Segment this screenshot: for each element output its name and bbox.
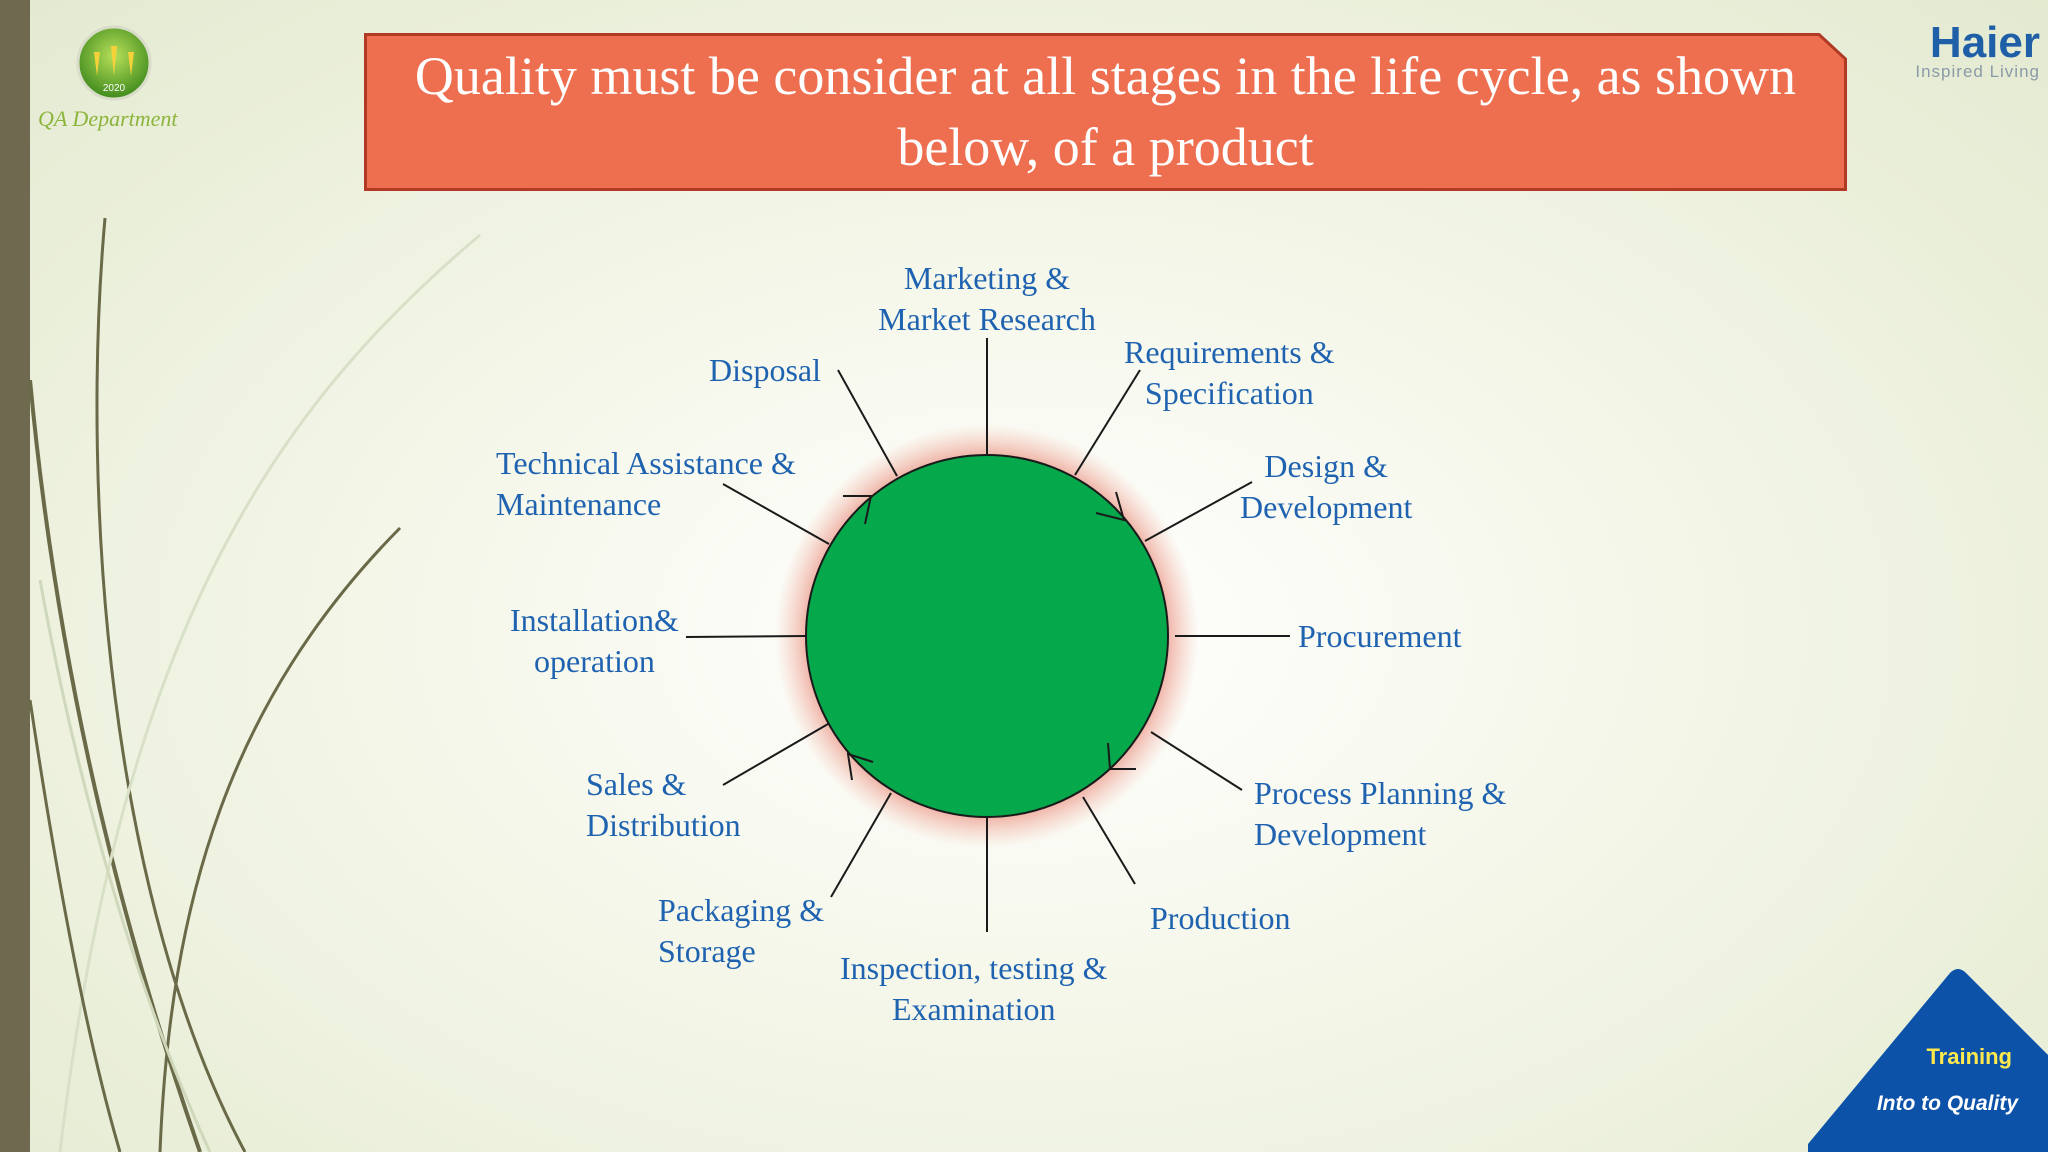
decor-curve (28, 379, 202, 1152)
badge-title: Training (1926, 1044, 2012, 1069)
stage-line: Specification (1144, 375, 1314, 411)
stage-label-marketing: Marketing & Market Research (862, 258, 1112, 340)
left-sidebar-bar (0, 0, 30, 1152)
title-banner-shape (364, 33, 1847, 191)
spoke-production (1082, 796, 1136, 885)
arrow-icon (1107, 742, 1136, 770)
stage-label-inspection: Inspection, testing & Examination (840, 948, 1108, 1030)
department-label: QA Department (38, 106, 178, 131)
arrow-icon (843, 495, 873, 525)
stage-line: Development (1240, 489, 1413, 525)
spoke-installation (685, 635, 807, 638)
stage-label-process-planning: Process Planning & Development (1254, 773, 1506, 855)
stage-line: Distribution (586, 807, 741, 843)
stage-line: Maintenance (496, 486, 662, 522)
spoke-sales (722, 723, 829, 786)
page-title: Quality must be consider at all stages i… (414, 46, 1797, 177)
stage-line: Production (1150, 900, 1291, 936)
stage-label-procurement: Procurement (1298, 616, 1462, 657)
arrow-icon (846, 752, 874, 781)
brand-tagline: Inspired Living (1915, 62, 2040, 81)
stage-line: Technical Assistance & (496, 445, 796, 481)
badge-shape (1808, 969, 2048, 1152)
stage-label-design: Design & Development (1240, 446, 1412, 528)
stage-label-sales: Sales & Distribution (586, 764, 741, 846)
arrow-icon (1095, 491, 1126, 522)
spoke-packaging (830, 792, 892, 898)
stage-line: Sales & (586, 766, 687, 802)
decor-curve (28, 699, 122, 1152)
spoke-requirements (1074, 369, 1141, 476)
stage-line: Packaging & (658, 892, 825, 928)
stage-line: Process Planning & (1254, 775, 1507, 811)
spoke-technical (722, 483, 830, 545)
decor-curve (95, 217, 247, 1152)
spoke-disposal (837, 369, 898, 477)
brand-logo: Haier Inspired Living (1900, 20, 2040, 82)
stage-label-installation: Installation& operation (510, 600, 679, 682)
stage-line: Inspection, testing & (840, 950, 1108, 986)
stage-line: Design & (1264, 448, 1388, 484)
stage-label-technical-assistance: Technical Assistance & Maintenance (496, 443, 796, 525)
decor-curve (58, 233, 481, 1152)
stage-line: Examination (892, 991, 1056, 1027)
stage-line: Marketing & (903, 260, 1071, 296)
stage-line: Storage (658, 933, 756, 969)
stage-label-requirements: Requirements & Specification (1124, 332, 1335, 414)
logo-year: 2020 (103, 83, 126, 94)
brand-name: Haier (1929, 18, 2040, 67)
stage-line: operation (534, 643, 655, 679)
stage-line: Disposal (709, 352, 821, 388)
spoke-design (1144, 481, 1253, 542)
title-banner: Quality must be consider at all stages i… (364, 33, 1847, 191)
stage-line: Procurement (1298, 618, 1462, 654)
training-badge (1808, 969, 2048, 1152)
spokes (685, 338, 1290, 932)
stage-line: Market Research (878, 301, 1096, 337)
cycle-arrows (843, 491, 1136, 781)
badge-subtitle: Into to Quality (1876, 1092, 2018, 1115)
stage-line: Requirements & (1124, 334, 1335, 370)
qa-department-logo: 2020 (76, 25, 152, 101)
stage-label-production: Production (1150, 898, 1290, 939)
stage-line: Development (1254, 816, 1427, 852)
decor-curve (38, 579, 212, 1152)
cycle-circle (805, 454, 1169, 818)
stage-line: Installation& (510, 602, 679, 638)
spoke-process-planning (1150, 731, 1243, 791)
stage-label-disposal: Disposal (709, 350, 821, 391)
stage-label-packaging: Packaging & Storage (658, 890, 824, 972)
